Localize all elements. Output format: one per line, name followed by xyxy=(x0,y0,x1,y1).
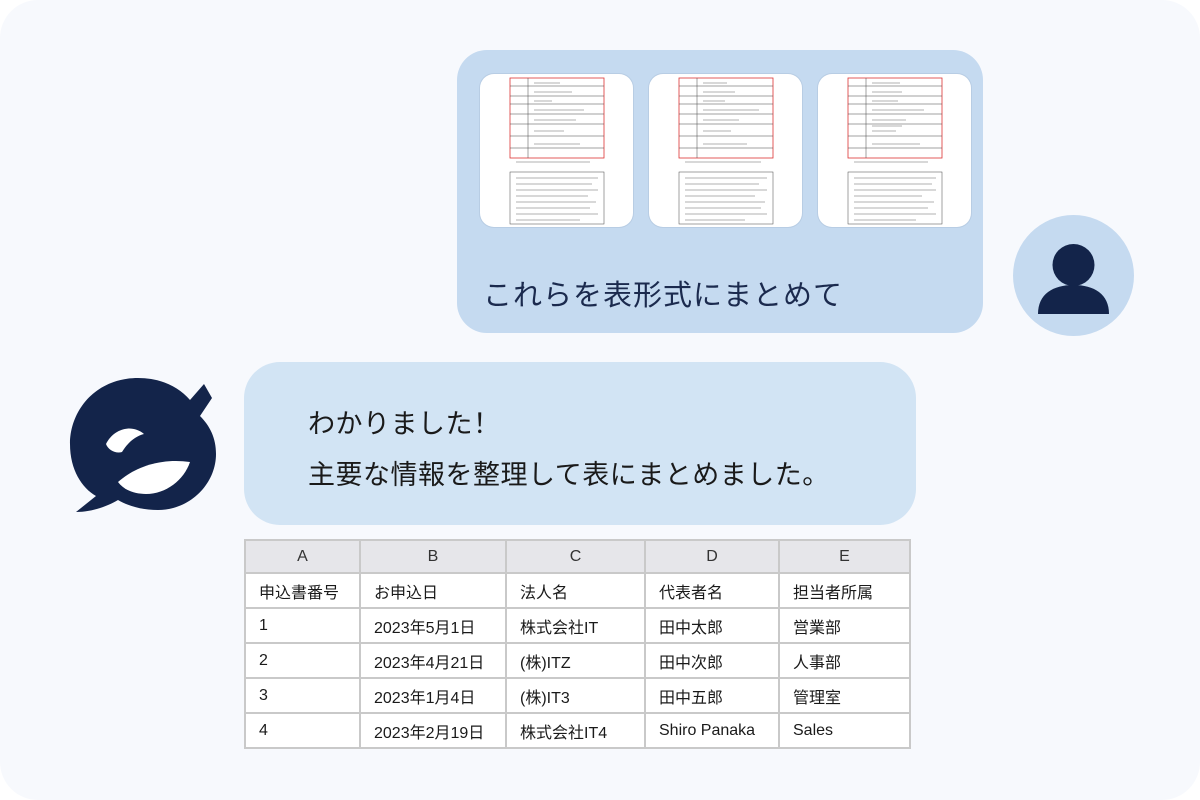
document-thumbnail[interactable] xyxy=(649,74,802,227)
table-cell[interactable]: 株式会社IT xyxy=(505,607,646,644)
table-cell[interactable]: 4 xyxy=(244,712,361,749)
table-cell[interactable]: 株式会社IT4 xyxy=(505,712,646,749)
assistant-message-bubble: わかりました！ 主要な情報を整理して表にまとめました。 xyxy=(244,362,916,525)
table-cell[interactable]: 2 xyxy=(244,642,361,679)
table-row: 1 2023年5月1日 株式会社IT 田中太郎 営業部 xyxy=(244,607,911,644)
table-row: 2 2023年4月21日 (株)ITZ 田中次郎 人事部 xyxy=(244,642,911,679)
table-cell[interactable]: 2023年5月1日 xyxy=(359,607,507,644)
document-page-icon xyxy=(678,77,774,225)
table-cell[interactable]: 田中太郎 xyxy=(644,607,780,644)
table-cell[interactable]: Sales xyxy=(778,712,911,749)
column-letter-header[interactable]: D xyxy=(644,539,780,574)
user-message-bubble: これらを表形式にまとめて xyxy=(457,50,983,333)
table-cell[interactable]: (株)IT3 xyxy=(505,677,646,714)
table-row: 3 2023年1月4日 (株)IT3 田中五郎 管理室 xyxy=(244,677,911,714)
column-letter-header[interactable]: C xyxy=(505,539,646,574)
assistant-message-line: わかりました！ xyxy=(308,409,501,440)
column-letter-header[interactable]: E xyxy=(778,539,911,574)
table-cell[interactable]: 田中次郎 xyxy=(644,642,780,679)
column-letter-header[interactable]: B xyxy=(359,539,507,574)
orca-logo-icon xyxy=(66,370,226,522)
header-cell[interactable]: 法人名 xyxy=(505,572,646,609)
header-cell[interactable]: 申込書番号 xyxy=(244,572,361,609)
column-letter-header[interactable]: A xyxy=(244,539,361,574)
table-cell[interactable]: 人事部 xyxy=(778,642,911,679)
assistant-message-line: 主要な情報を整理して表にまとめました。 xyxy=(308,460,830,491)
column-letter-row: A B C D E xyxy=(244,539,911,574)
table-cell[interactable]: 3 xyxy=(244,677,361,714)
document-thumbnail[interactable] xyxy=(480,74,633,227)
document-page-icon xyxy=(847,77,943,225)
table-row: 4 2023年2月19日 株式会社IT4 Shiro Panaka Sales xyxy=(244,712,911,749)
result-spreadsheet: A B C D E 申込書番号 お申込日 法人名 代表者名 担当者所属 1 20… xyxy=(244,539,911,749)
table-cell[interactable]: 2023年4月21日 xyxy=(359,642,507,679)
table-cell[interactable]: Shiro Panaka xyxy=(644,712,780,749)
table-cell[interactable]: 2023年2月19日 xyxy=(359,712,507,749)
header-row: 申込書番号 お申込日 法人名 代表者名 担当者所属 xyxy=(244,572,911,609)
user-avatar-icon xyxy=(1013,215,1134,336)
table-cell[interactable]: 田中五郎 xyxy=(644,677,780,714)
table-cell[interactable]: 2023年1月4日 xyxy=(359,677,507,714)
table-cell[interactable]: 1 xyxy=(244,607,361,644)
user-message-text: これらを表形式にまとめて xyxy=(483,278,844,312)
document-thumbnail[interactable] xyxy=(818,74,971,227)
table-cell[interactable]: (株)ITZ xyxy=(505,642,646,679)
table-cell[interactable]: 営業部 xyxy=(778,607,911,644)
header-cell[interactable]: 代表者名 xyxy=(644,572,780,609)
document-page-icon xyxy=(509,77,605,225)
table-cell[interactable]: 管理室 xyxy=(778,677,911,714)
header-cell[interactable]: お申込日 xyxy=(359,572,507,609)
header-cell[interactable]: 担当者所属 xyxy=(778,572,911,609)
